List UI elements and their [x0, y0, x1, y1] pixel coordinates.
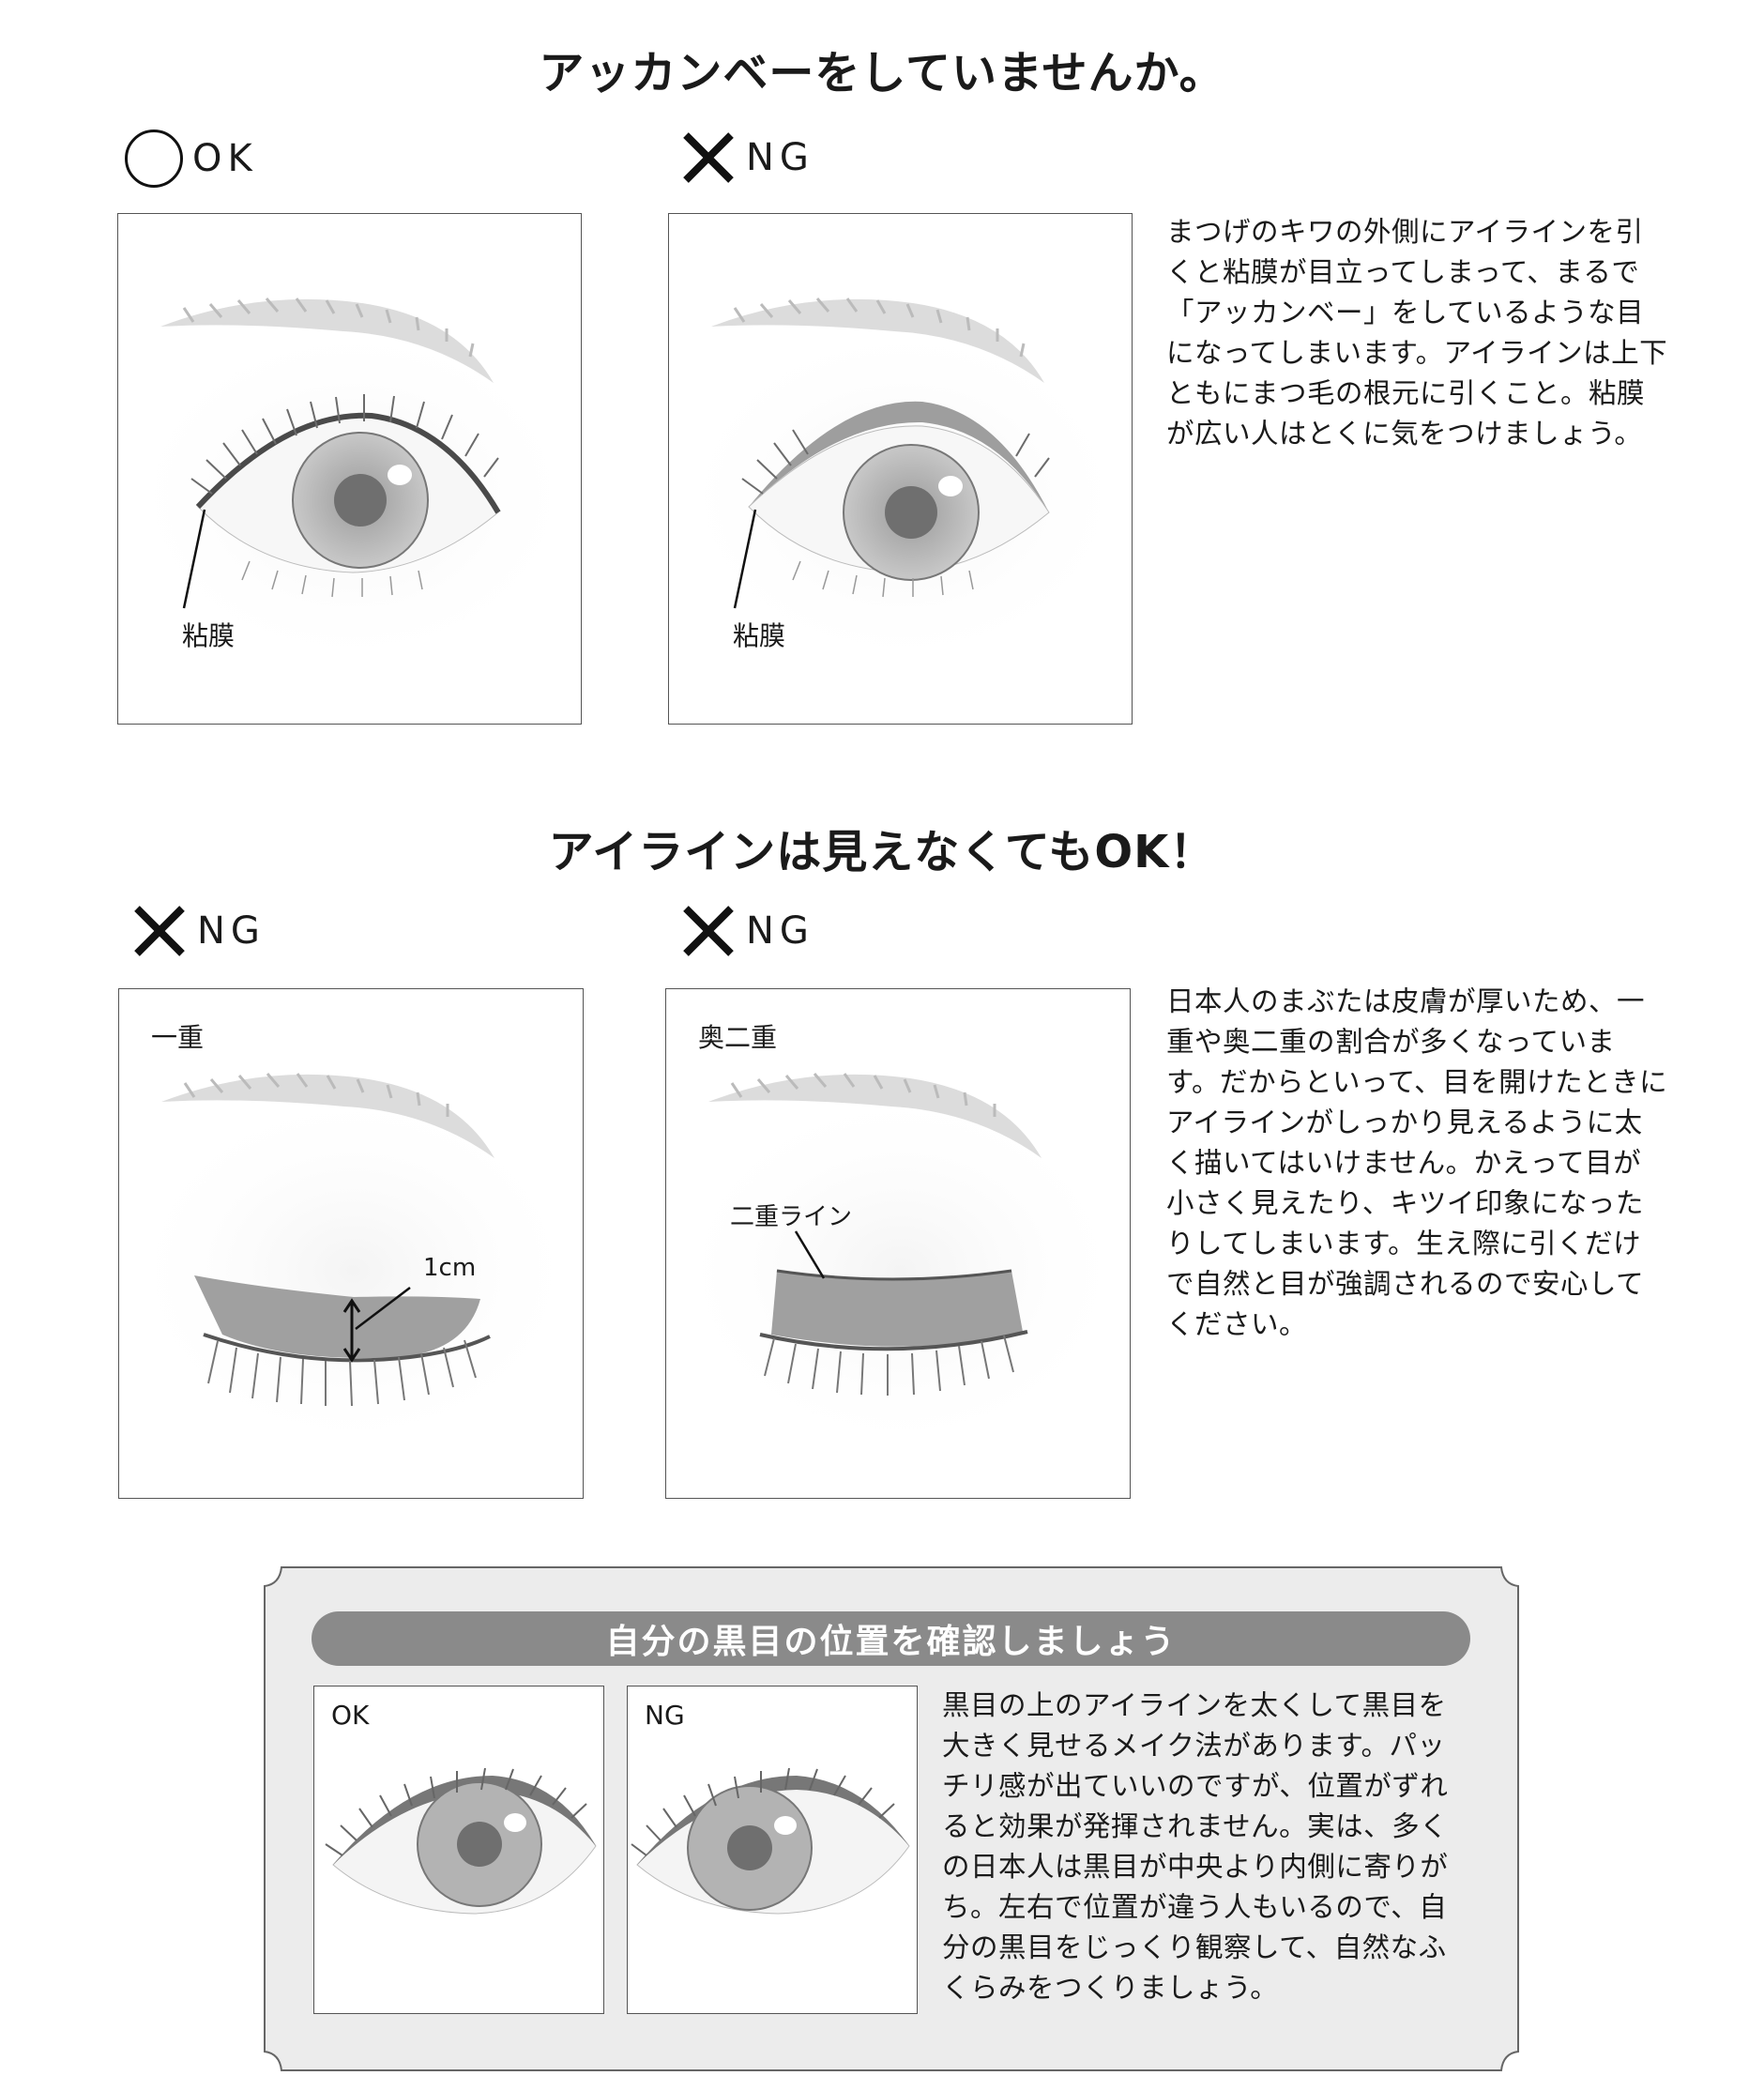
- ng-eye-illustration: [669, 298, 1132, 674]
- mucosa-label: 粘膜: [733, 620, 786, 651]
- cross-ng-icon: [683, 906, 734, 956]
- section1-title: アッカンベーをしていませんか。: [539, 47, 1225, 99]
- ok-heading: OK: [125, 130, 258, 188]
- hooded-eyelid-panel: 奥二重 二重ライン: [665, 988, 1131, 1499]
- single-eyelid-caption: 一重: [151, 1022, 205, 1053]
- iris-ok-panel: OK: [313, 1686, 604, 2014]
- ok-eye-illustration: [118, 298, 581, 674]
- measure-label: 1cm: [423, 1254, 477, 1282]
- cross-ng-icon: [683, 132, 734, 183]
- ng-heading-right: NG: [680, 903, 814, 959]
- section2-title: アイラインは見えなくてもOK！: [548, 826, 1216, 878]
- ok-label: OK: [192, 137, 258, 180]
- section3-description: 黒目の上のアイラインを太くして黒目を大きく見せるメイク法があります。パッチリ感が…: [942, 1689, 1449, 2004]
- ng-label: NG: [197, 909, 266, 953]
- cross-ng-icon: [134, 906, 185, 956]
- section2-description: 日本人のまぶたは皮膚が厚いため、一重や奥二重の割合が多くなっています。だからとい…: [1166, 985, 1668, 1340]
- ng-label: NG: [746, 909, 814, 953]
- hooded-eyelid-illustration: [666, 1073, 1130, 1458]
- single-eyelid-illustration: [119, 1073, 583, 1458]
- section1-description: まつげのキワの外側にアイラインを引くと粘膜が目立ってしまって、まるで「アッカンベ…: [1166, 216, 1668, 450]
- iris-ok-caption: OK: [331, 1700, 370, 1731]
- mucosa-label: 粘膜: [182, 620, 236, 651]
- ng-heading-left: NG: [131, 903, 266, 959]
- iris-ng-illustration: [631, 1767, 910, 1915]
- iris-ng-caption: NG: [645, 1700, 685, 1731]
- circle-ok-icon: [125, 130, 183, 188]
- ng-label: NG: [746, 136, 814, 179]
- tip-banner: 自分の黒目の位置を確認しましょう: [312, 1611, 1470, 1666]
- iris-ng-panel: NG: [627, 1686, 918, 2014]
- iris-ok-illustration: [325, 1767, 597, 1915]
- fold-line-label: 二重ライン: [730, 1203, 853, 1231]
- ng-heading: NG: [680, 130, 814, 186]
- single-eyelid-panel: 一重 1cm: [118, 988, 584, 1499]
- ok-eye-panel: 粘膜: [117, 213, 582, 725]
- hooded-eyelid-caption: 奥二重: [698, 1022, 778, 1053]
- ng-eye-panel: 粘膜: [668, 213, 1133, 725]
